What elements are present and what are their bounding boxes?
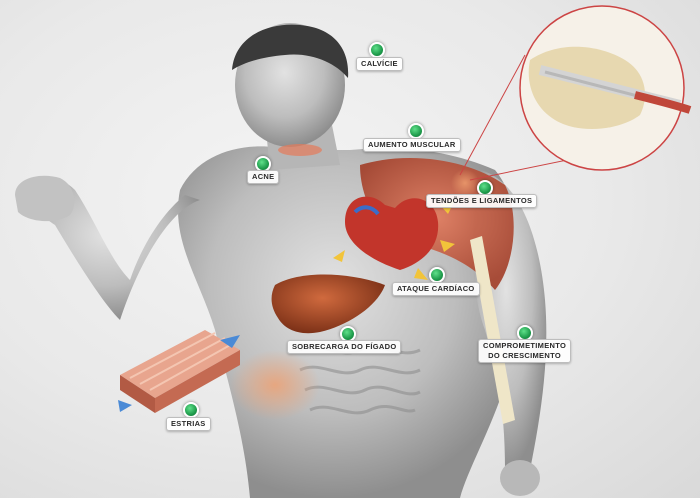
tendoes-label: TENDÕES E LIGAMENTOS (426, 194, 537, 208)
ataque-cardiaco-label: ATAQUE CARDÍACO (392, 282, 480, 296)
shoulder-glow (451, 169, 479, 197)
estrias-label: ESTRIAS (166, 417, 211, 431)
comprometimento-line-2: DO CRESCIMENTO (483, 351, 566, 361)
comprometimento-label: COMPROMETIMENTO DO CRESCIMENTO (478, 339, 571, 363)
calvicie-marker[interactable] (369, 42, 385, 58)
calvicie-label: CALVÍCIE (356, 57, 403, 71)
ataque-cardiaco-marker[interactable] (429, 267, 445, 283)
neck-highlight (278, 144, 322, 156)
muscle-fibers (120, 330, 240, 413)
aumento-muscular-marker[interactable] (408, 123, 424, 139)
right-hand (500, 460, 540, 496)
abdomen-glow (230, 350, 320, 420)
tendon-inset (460, 6, 690, 180)
fiber-arrow-2 (118, 400, 132, 412)
aumento-muscular-label: AUMENTO MUSCULAR (363, 138, 461, 152)
comprometimento-line-1: COMPROMETIMENTO (483, 341, 566, 351)
estrias-marker[interactable] (183, 402, 199, 418)
fist (15, 176, 74, 221)
sobrecarga-label: SOBRECARGA DO FÍGADO (287, 340, 401, 354)
acne-label: ACNE (247, 170, 279, 184)
